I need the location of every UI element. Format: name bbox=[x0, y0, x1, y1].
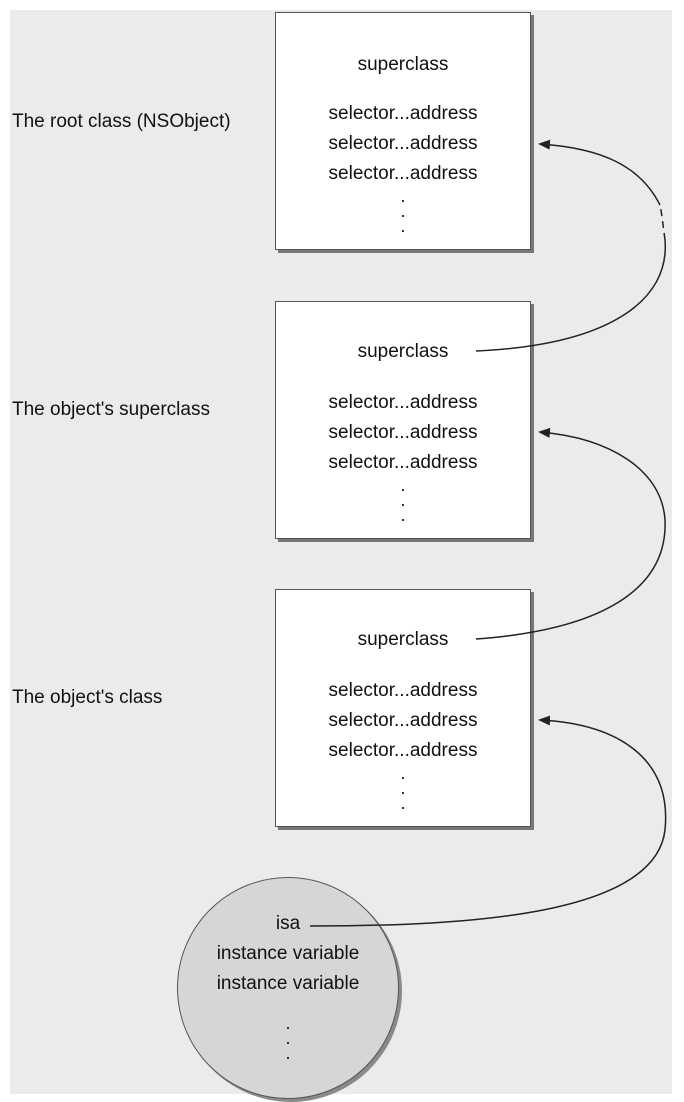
root-class-box: superclass selector...address selector..… bbox=[275, 12, 531, 250]
method-entry: selector...address bbox=[328, 710, 478, 731]
ellipsis-dots: . . . bbox=[400, 186, 406, 236]
superclass-field: superclass bbox=[357, 54, 449, 75]
method-entry: selector...address bbox=[328, 392, 478, 413]
instance-object-circle: isa instance variable instance variable … bbox=[177, 877, 399, 1099]
superclass-box: superclass selector...address selector..… bbox=[275, 301, 531, 539]
label-object-class: The object's class bbox=[12, 687, 163, 708]
superclass-field: superclass bbox=[357, 341, 449, 362]
isa-field: isa bbox=[275, 913, 301, 934]
class-superclass-arrow bbox=[475, 427, 666, 640]
ellipsis-dots: . . . bbox=[400, 475, 406, 525]
superclass-pointer-arrow bbox=[475, 239, 666, 352]
method-entry: selector...address bbox=[328, 133, 478, 154]
superclass-pointer-arrow-head bbox=[538, 139, 661, 206]
method-entry: selector...address bbox=[328, 163, 478, 184]
instance-variable: instance variable bbox=[216, 973, 360, 994]
method-entry: selector...address bbox=[328, 103, 478, 124]
label-object-superclass: The object's superclass bbox=[12, 399, 210, 420]
object-class-box: superclass selector...address selector..… bbox=[275, 589, 531, 827]
method-entry: selector...address bbox=[328, 422, 478, 443]
ellipsis-dots: . . . bbox=[400, 763, 406, 813]
instance-variable: instance variable bbox=[216, 943, 360, 964]
method-entry: selector...address bbox=[328, 680, 478, 701]
isa-pointer-arrow bbox=[309, 715, 667, 927]
method-entry: selector...address bbox=[328, 452, 478, 473]
superclass-pointer-arrow-dashed bbox=[659, 204, 666, 241]
superclass-field: superclass bbox=[357, 629, 449, 650]
ellipsis-dots: . . . bbox=[285, 1013, 291, 1063]
method-entry: selector...address bbox=[328, 740, 478, 761]
label-root-class: The root class (NSObject) bbox=[12, 111, 231, 132]
